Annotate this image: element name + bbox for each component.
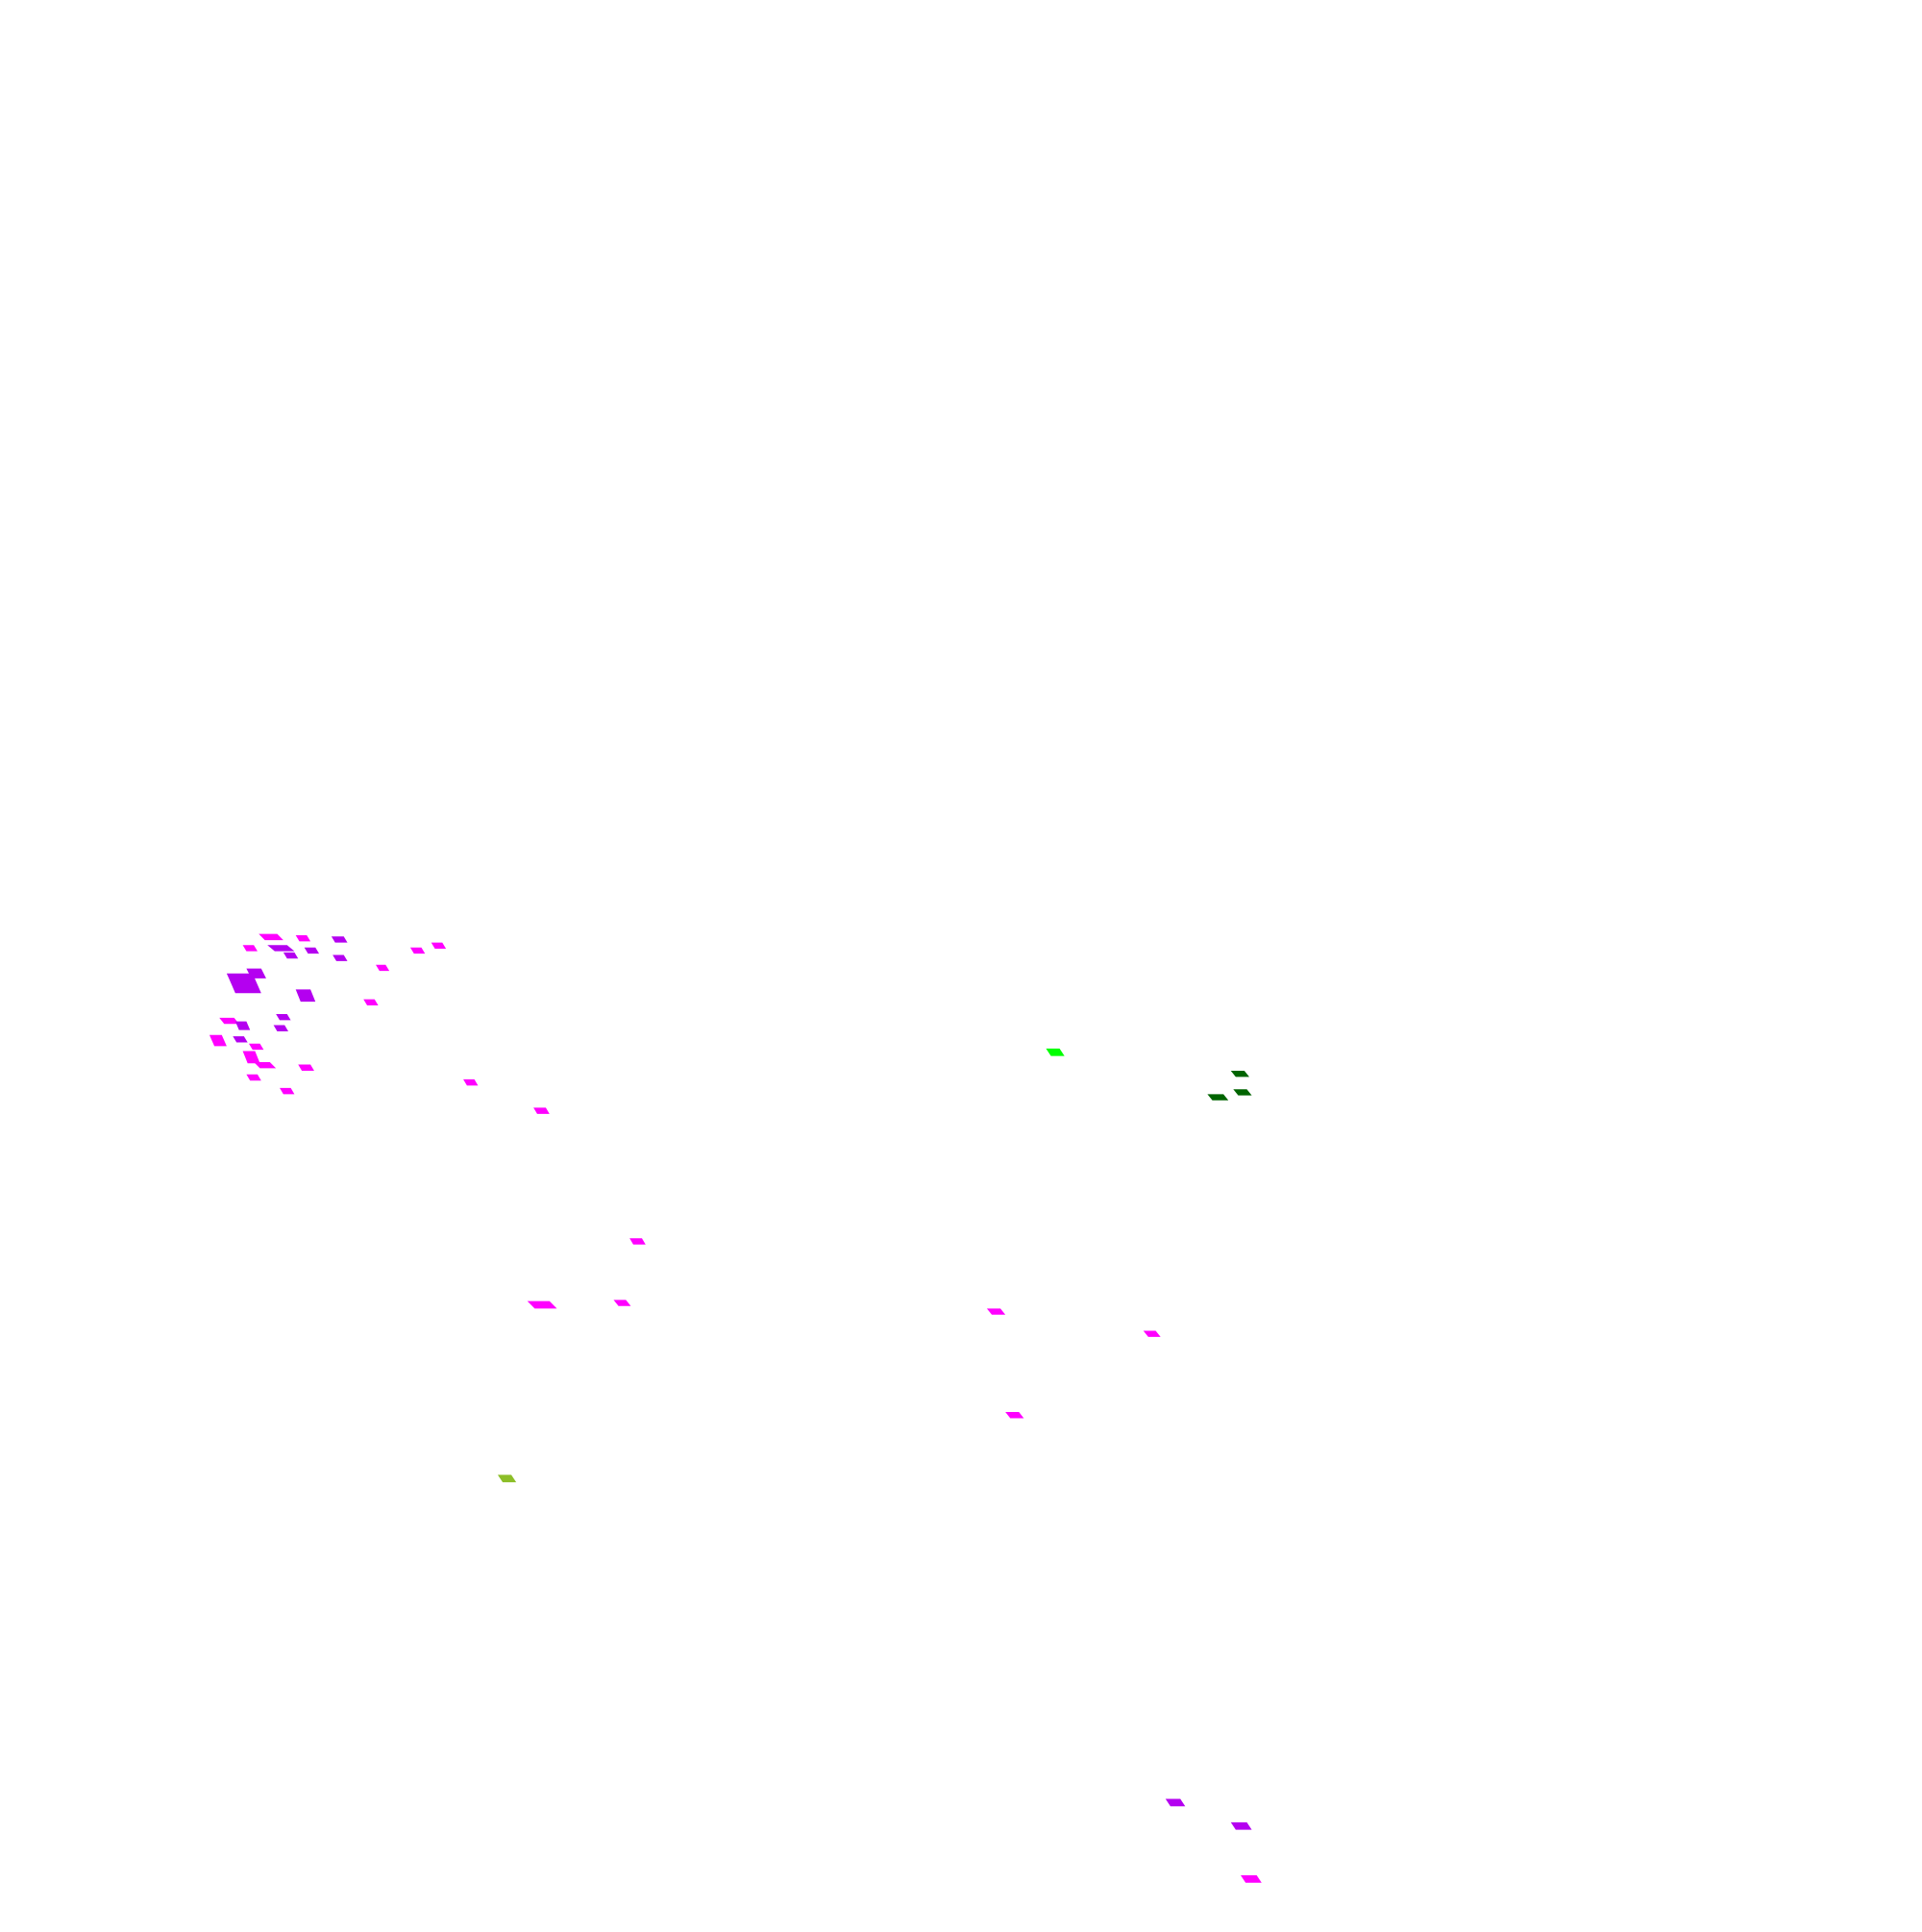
map-parcel-magenta xyxy=(1005,1412,1024,1419)
map-parcel-magenta xyxy=(1241,1875,1262,1883)
map-parcel-magenta xyxy=(254,1061,277,1069)
map-parcel-purple xyxy=(246,968,266,978)
map-parcel-dark-green xyxy=(1207,1094,1229,1101)
map-parcel-magenta xyxy=(248,1043,264,1051)
map-parcel-magenta xyxy=(463,1078,479,1086)
map-parcel-purple xyxy=(234,1021,251,1030)
map-parcel-purple xyxy=(273,1025,288,1031)
map-parcel-dark-green xyxy=(1233,1089,1252,1096)
map-parcel-magenta xyxy=(376,964,390,972)
map-parcel-purple xyxy=(1165,1798,1186,1807)
map-parcel-magenta xyxy=(242,945,258,952)
map-parcel-magenta xyxy=(1143,1330,1161,1337)
map-parcel-magenta xyxy=(295,934,311,942)
map-parcel-magenta xyxy=(246,1074,261,1081)
map-parcel-purple xyxy=(333,954,348,961)
map-parcel-magenta xyxy=(259,933,283,941)
map-parcel-magenta xyxy=(242,1051,260,1064)
map-parcel-bright-green xyxy=(1046,1048,1065,1056)
map-parcel-purple xyxy=(233,1036,248,1043)
map-parcel-magenta xyxy=(280,1087,295,1095)
map-parcel-magenta xyxy=(298,1064,314,1071)
map-parcel-magenta xyxy=(527,1300,557,1309)
map-parcel-magenta xyxy=(629,1238,646,1245)
map-parcel-purple xyxy=(267,945,295,952)
map-parcel-purple xyxy=(283,952,299,959)
map-parcel-purple xyxy=(276,1013,291,1021)
map-parcel-magenta xyxy=(209,1034,227,1047)
map-parcel-magenta xyxy=(409,947,426,954)
map-parcel-purple xyxy=(295,989,316,1003)
map-parcel-magenta xyxy=(986,1308,1006,1315)
map-parcel-magenta xyxy=(431,942,447,950)
map-parcel-purple xyxy=(331,936,348,943)
map-parcel-dark-green xyxy=(1230,1070,1249,1077)
map-parcel-magenta xyxy=(219,1017,239,1025)
map-parcel-magenta xyxy=(613,1300,631,1306)
map-parcel-purple xyxy=(1230,1821,1252,1830)
map-parcel-magenta xyxy=(533,1107,550,1114)
map-parcel-purple xyxy=(304,947,320,954)
parcel-layer xyxy=(209,933,1262,1883)
map-parcel-magenta xyxy=(363,999,379,1006)
map-parcel-olive-green xyxy=(497,1474,517,1483)
